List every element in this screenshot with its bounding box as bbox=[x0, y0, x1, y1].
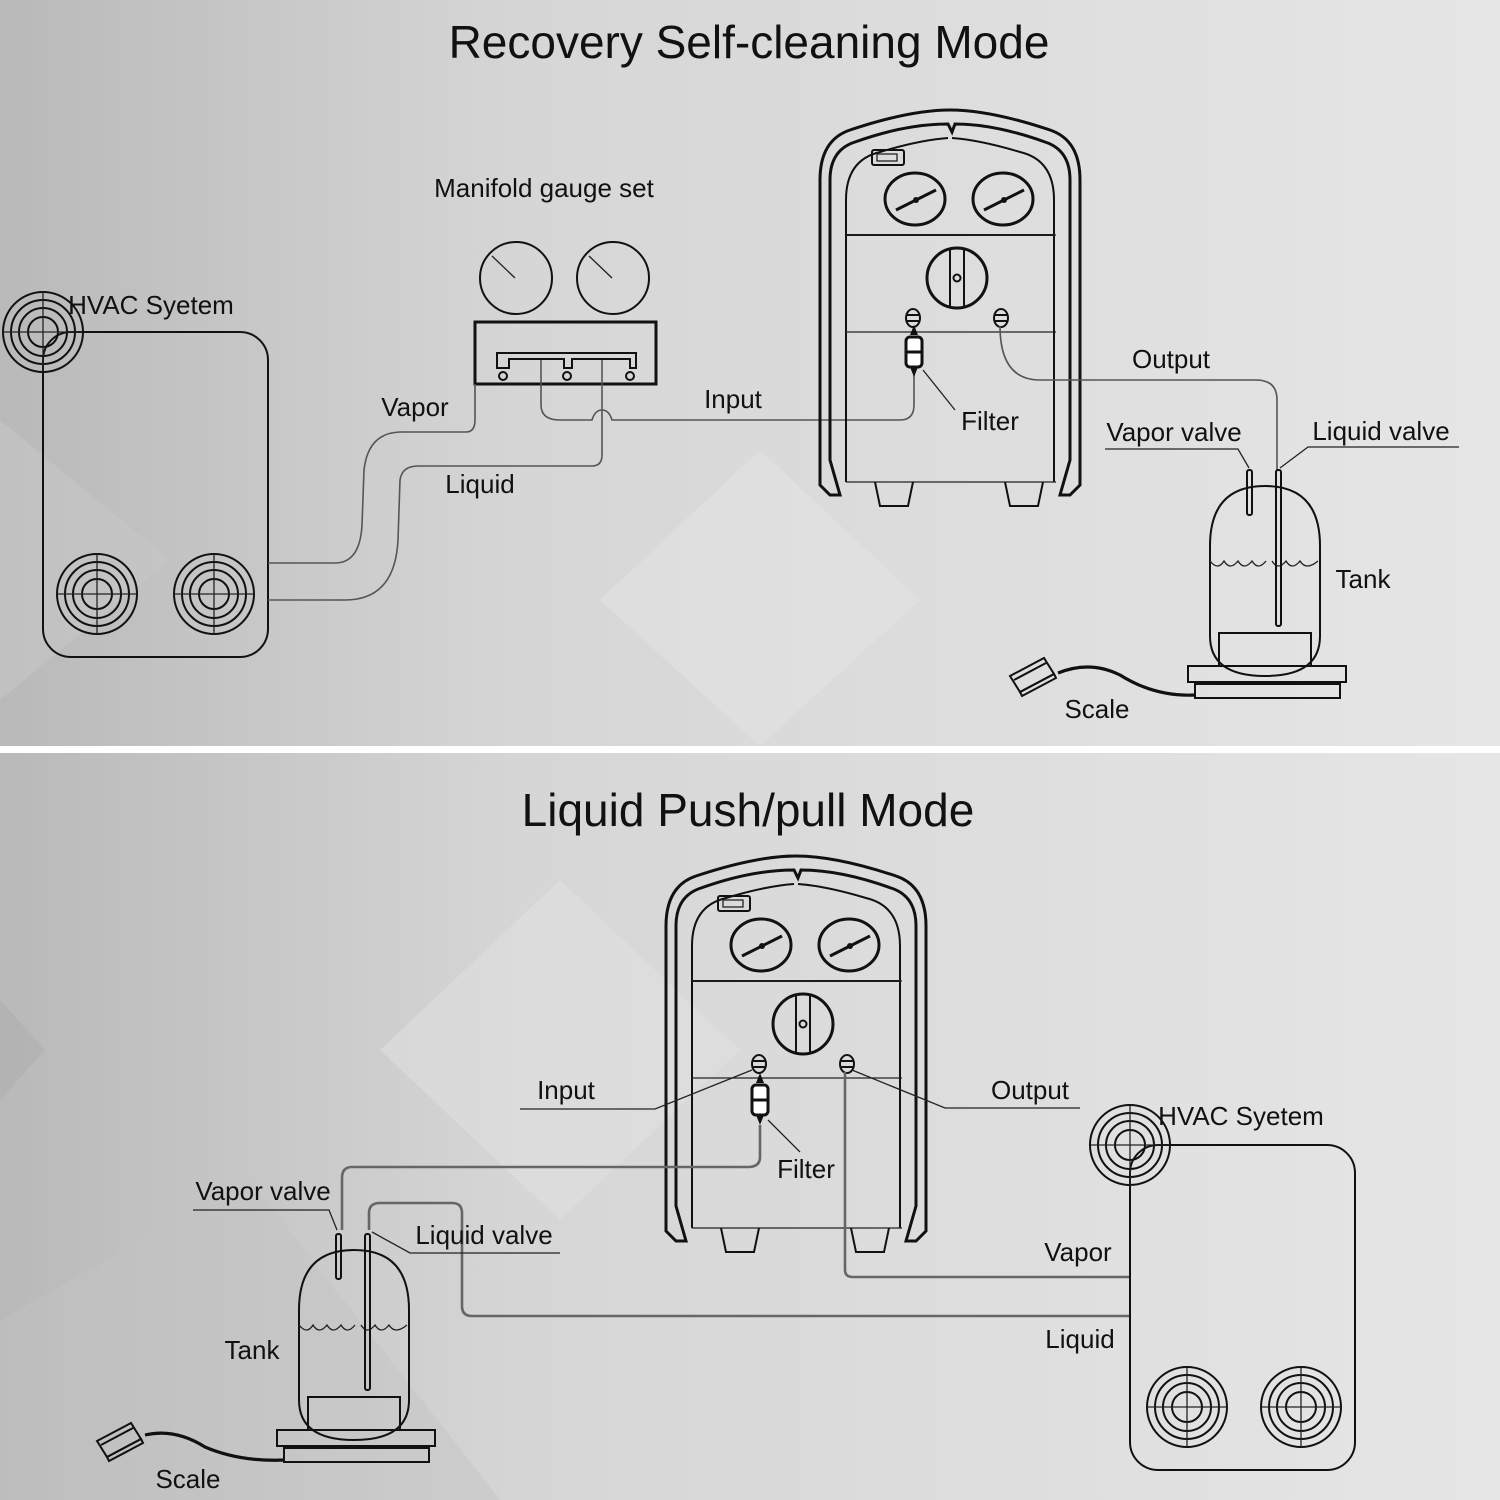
output-leader bbox=[851, 1069, 1080, 1109]
vapor-valve-label: Vapor valve bbox=[195, 1176, 330, 1206]
fan-icon bbox=[1146, 1366, 1228, 1448]
input-label: Input bbox=[704, 384, 763, 414]
input-label: Input bbox=[537, 1075, 596, 1105]
output-label: Output bbox=[1132, 344, 1211, 374]
fan-icon bbox=[173, 553, 255, 635]
vapor-hose bbox=[268, 384, 476, 564]
vapor-hose bbox=[843, 1072, 1130, 1279]
panel-title: Recovery Self-cleaning Mode bbox=[449, 16, 1050, 68]
liquid-valve-leader bbox=[371, 1231, 560, 1254]
filter-leader bbox=[767, 1119, 801, 1153]
bg-shape bbox=[600, 450, 920, 746]
vapor-label: Vapor bbox=[381, 392, 449, 422]
panel-divider bbox=[0, 746, 1500, 753]
liquid-hose bbox=[268, 360, 603, 601]
bg-shape bbox=[0, 1180, 500, 1500]
liquid-label: Liquid bbox=[1045, 1324, 1114, 1354]
manifold-label: Manifold gauge set bbox=[434, 173, 654, 203]
liquid-hose bbox=[367, 1201, 1130, 1318]
fan-icon bbox=[56, 553, 138, 635]
scale-cable bbox=[144, 1431, 286, 1462]
panel-recovery-self-cleaning: Recovery Self-cleaning Mode HVAC Syetem … bbox=[0, 0, 1500, 746]
liquid-valve-label: Liquid valve bbox=[1312, 416, 1449, 446]
vapor-label: Vapor bbox=[1044, 1237, 1112, 1267]
input-hose bbox=[540, 360, 915, 421]
vapor-valve-leader bbox=[1105, 448, 1250, 469]
scale-label: Scale bbox=[155, 1464, 220, 1494]
tank-label: Tank bbox=[1336, 564, 1392, 594]
tank-label: Tank bbox=[225, 1335, 281, 1365]
input-leader bbox=[520, 1069, 753, 1110]
output-hose bbox=[999, 325, 1278, 470]
filter-leader bbox=[922, 369, 956, 411]
hvac-label: HVAC Syetem bbox=[1158, 1101, 1324, 1131]
panel-title: Liquid Push/pull Mode bbox=[522, 784, 975, 836]
output-label: Output bbox=[991, 1075, 1070, 1105]
fan-icon bbox=[1260, 1366, 1342, 1448]
hvac-label: HVAC Syetem bbox=[68, 290, 234, 320]
liquid-valve-label: Liquid valve bbox=[415, 1220, 552, 1250]
manifold-gauge-set bbox=[473, 241, 658, 386]
bg-shape bbox=[380, 880, 740, 1220]
scale-cable bbox=[1057, 665, 1196, 697]
liquid-valve-leader bbox=[1279, 446, 1459, 469]
panel-liquid-push-pull: Liquid Push/pull Mode Filter Input Outpu… bbox=[0, 753, 1500, 1500]
liquid-label: Liquid bbox=[445, 469, 514, 499]
bg-shape bbox=[0, 1000, 45, 1100]
vapor-valve-leader bbox=[193, 1209, 338, 1231]
vapor-valve-hose bbox=[340, 1125, 762, 1230]
vapor-valve-label: Vapor valve bbox=[1106, 417, 1241, 447]
filter-label: Filter bbox=[961, 406, 1019, 436]
filter-label: Filter bbox=[777, 1154, 835, 1184]
scale-label: Scale bbox=[1064, 694, 1129, 724]
panel-background bbox=[0, 753, 1500, 1500]
